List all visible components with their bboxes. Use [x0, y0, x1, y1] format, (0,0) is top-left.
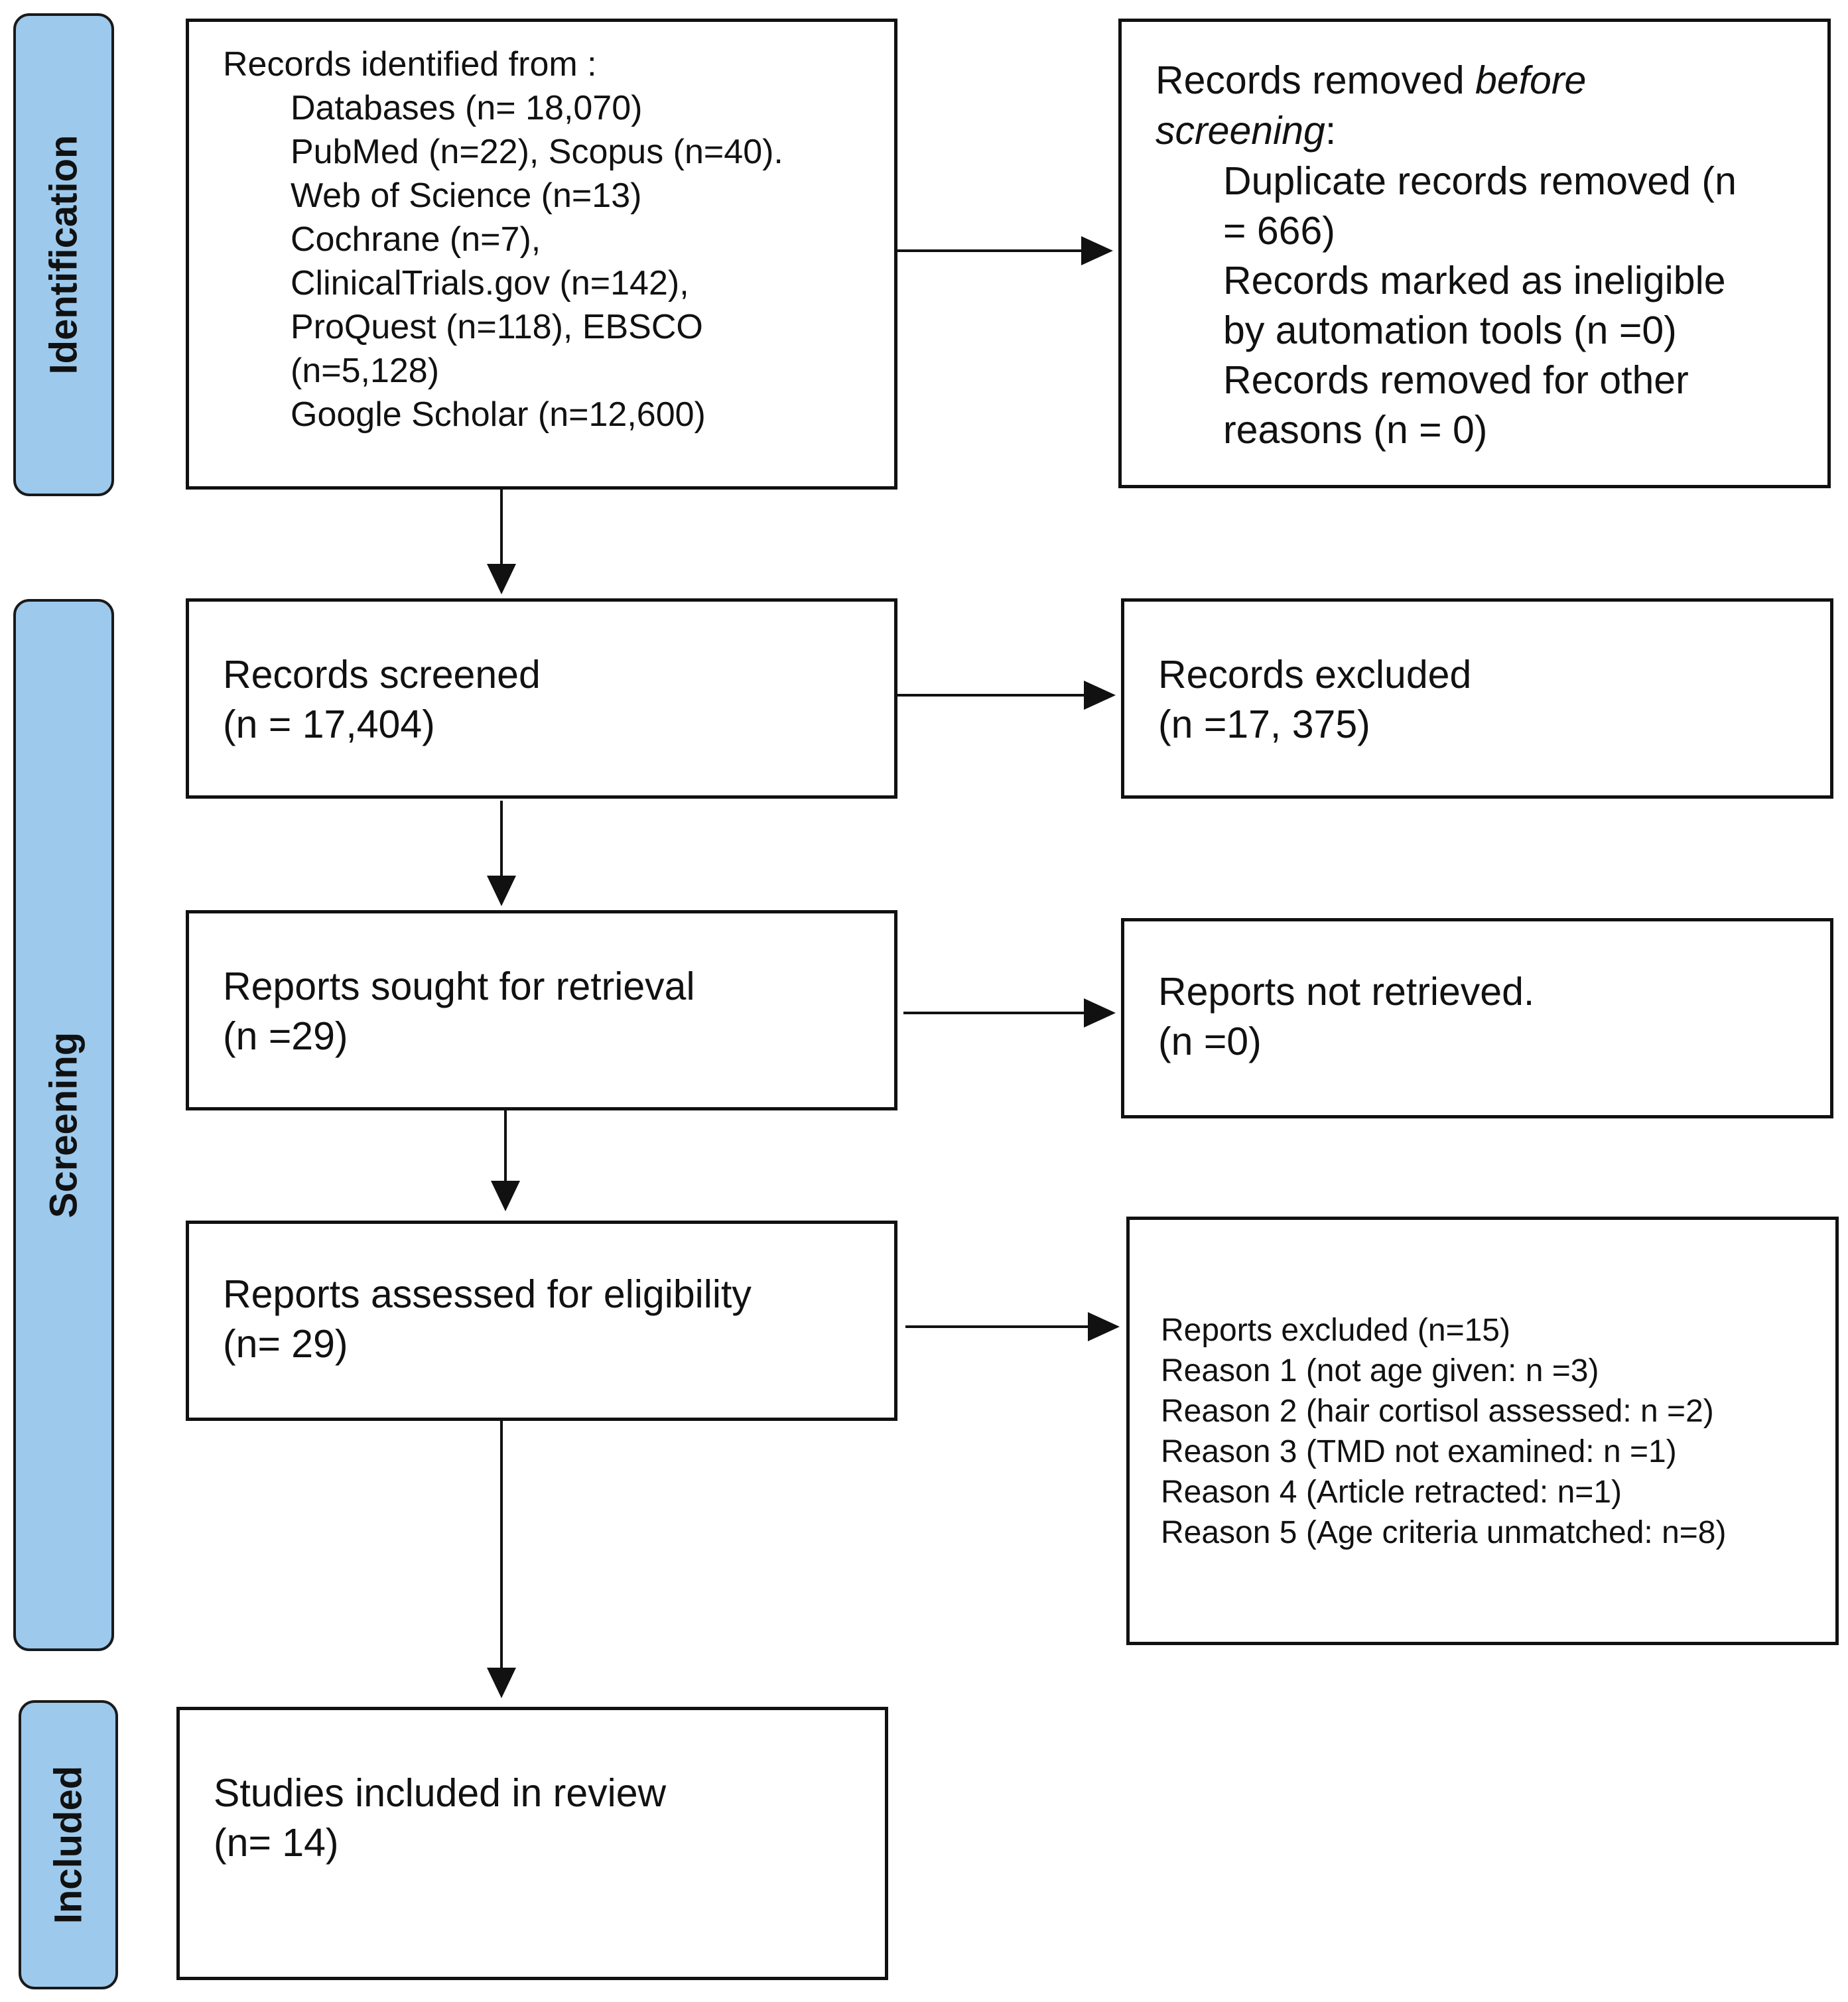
removed-heading-italic: screening: [1155, 109, 1325, 153]
records-excluded-box: [1121, 598, 1833, 799]
identified-line: Databases (n= 18,070): [291, 89, 643, 127]
reports-excluded-line: Reason 3 (TMD not examined: n =1): [1161, 1434, 1677, 1469]
reports-excluded-line: Reports excluded (n=15): [1161, 1313, 1510, 1348]
identified-heading: Records identified from :: [223, 45, 597, 84]
identified-line: Web of Science (n=13): [291, 176, 642, 215]
sought-count: (n =29): [223, 1014, 348, 1058]
studies-included-box: [176, 1707, 888, 1980]
reports-excluded-line: Reason 4 (Article retracted: n=1): [1161, 1475, 1622, 1510]
arrowhead-down: [487, 564, 516, 594]
arrowhead-right: [1081, 236, 1113, 265]
not-retrieved-label: Reports not retrieved.: [1158, 970, 1535, 1014]
phase-included: Included: [19, 1700, 118, 1989]
identified-line: ClinicalTrials.gov (n=142),: [291, 264, 689, 302]
removed-line: reasons (n = 0): [1223, 408, 1488, 452]
identified-line: Google Scholar (n=12,600): [291, 395, 706, 434]
removed-line: Records removed for other: [1223, 358, 1689, 402]
included-count: (n= 14): [214, 1821, 339, 1865]
reports-excluded-line: Reason 5 (Age criteria unmatched: n=8): [1161, 1515, 1727, 1550]
sought-label: Reports sought for retrieval: [223, 965, 695, 1008]
reports-excluded-box: [1126, 1217, 1839, 1645]
included-label: Studies included in review: [214, 1771, 667, 1815]
records-removed-box: [1118, 19, 1831, 488]
identified-line: ProQuest (n=118), EBSCO: [291, 308, 703, 346]
arrowhead-right: [1084, 681, 1116, 710]
removed-line: Duplicate records removed (n: [1223, 159, 1737, 203]
identified-line: (n=5,128): [291, 352, 440, 390]
excluded-count: (n =17, 375): [1158, 702, 1370, 746]
screened-count: (n = 17,404): [223, 702, 435, 746]
reports-sought-box: [186, 910, 897, 1110]
records-identified-box: [186, 19, 897, 490]
reports-assessed-box: [186, 1221, 897, 1421]
screened-label: Records screened: [223, 653, 541, 697]
removed-line: by automation tools (n =0): [1223, 308, 1677, 352]
removed-line: Records marked as ineligible: [1223, 259, 1726, 302]
removed-heading-colon: :: [1325, 109, 1337, 153]
removed-heading-plain: Records removed: [1155, 58, 1476, 102]
phase-identification: Identification: [13, 13, 114, 496]
arrowhead-right: [1088, 1312, 1120, 1341]
removed-heading-italic: before: [1475, 58, 1587, 102]
removed-heading-line1: Records removed before: [1155, 56, 1586, 105]
reports-not-retrieved-box: [1121, 918, 1833, 1118]
records-screened-box: [186, 598, 897, 799]
arrowhead-down: [487, 1668, 516, 1698]
removed-line: = 666): [1223, 209, 1335, 253]
reports-excluded-line: Reason 1 (not age given: n =3): [1161, 1353, 1599, 1388]
removed-heading-line2: screening:: [1155, 106, 1336, 156]
arrowhead-down: [491, 1181, 520, 1211]
assessed-label: Reports assessed for eligibility: [223, 1272, 752, 1316]
phase-screening: Screening: [13, 599, 114, 1651]
excluded-label: Records excluded: [1158, 653, 1472, 697]
identified-line: PubMed (n=22), Scopus (n=40).: [291, 133, 783, 171]
arrowhead-down: [487, 876, 516, 906]
reports-excluded-line: Reason 2 (hair cortisol assessed: n =2): [1161, 1394, 1714, 1429]
arrowhead-right: [1084, 998, 1116, 1028]
identified-line: Cochrane (n=7),: [291, 220, 541, 259]
assessed-count: (n= 29): [223, 1322, 348, 1366]
not-retrieved-count: (n =0): [1158, 1020, 1262, 1063]
